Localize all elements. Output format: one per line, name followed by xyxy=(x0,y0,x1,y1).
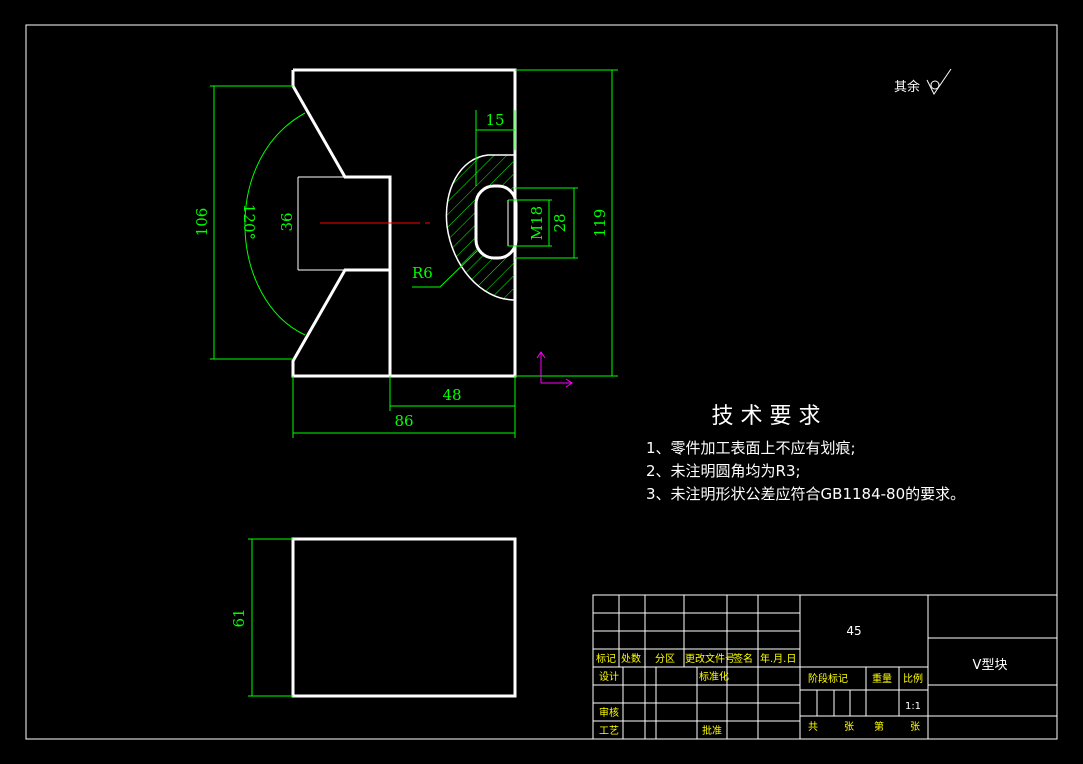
dim-119: 119 xyxy=(591,209,609,238)
dim-61: 61 xyxy=(230,608,248,627)
dim-120-angle: 120° xyxy=(240,204,258,240)
drawing-frame xyxy=(25,24,1058,740)
tech-requirement-1: 1、零件加工表面上不应有划痕; xyxy=(646,439,856,457)
tb-label-date: 年.月.日 xyxy=(760,652,796,665)
tb-label-count: 处数 xyxy=(621,652,641,665)
leader-r6 xyxy=(412,249,479,288)
surface-finish-label: 其余 xyxy=(894,79,920,95)
tb-label-stage-mark: 阶段标记 xyxy=(808,672,848,685)
dim-28: 28 xyxy=(551,213,569,232)
tb-material: 45 xyxy=(846,624,861,638)
dim-106: 106 xyxy=(193,208,211,237)
tb-label-approve: 批准 xyxy=(702,724,722,737)
tb-label-total: 共 xyxy=(808,721,818,733)
tech-requirements-title: 技 术 要 求 xyxy=(712,404,821,429)
dim-48: 48 xyxy=(442,386,461,404)
dim-m18: M18 xyxy=(528,206,546,240)
dim-36: 36 xyxy=(278,212,296,231)
tb-label-review: 审核 xyxy=(599,706,619,719)
front-view xyxy=(291,68,518,378)
tb-label-sheet2: 张 xyxy=(910,721,920,733)
ucs-icon xyxy=(536,351,573,388)
tb-label-standardize: 标准化 xyxy=(699,670,729,683)
angle-arc xyxy=(244,112,306,336)
tb-scale: 1:1 xyxy=(905,701,921,712)
tech-requirement-3: 3、未注明形状公差应符合GB1184-80的要求。 xyxy=(646,485,965,503)
tech-requirement-2: 2、未注明圆角均为R3; xyxy=(646,462,801,480)
tb-label-mark: 标记 xyxy=(596,653,616,665)
title-block: 标记 处数 分区 更改文件号 签名 年.月.日 设计 标准化 审核 工艺 批准 … xyxy=(592,594,1058,740)
tb-label-design: 设计 xyxy=(599,670,619,683)
dim-15: 15 xyxy=(485,111,504,129)
tb-label-page: 第 xyxy=(874,720,884,733)
tb-label-ratio: 比例 xyxy=(903,672,923,685)
tb-label-process: 工艺 xyxy=(599,725,619,737)
tech-requirements: 技 术 要 求 1、零件加工表面上不应有划痕; 2、未注明圆角均为R3; 3、未… xyxy=(646,404,965,503)
roughness-symbol-icon xyxy=(926,68,952,95)
tb-label-weight: 重量 xyxy=(872,672,892,685)
tb-label-signature: 签名 xyxy=(733,652,753,665)
tb-label-zone: 分区 xyxy=(655,653,675,665)
front-view-dimensions: 106 120° 36 15 M18 28 119 R6 48 xyxy=(193,69,618,438)
top-view: 61 xyxy=(230,537,517,698)
threaded-hole xyxy=(474,184,518,260)
top-view-outline xyxy=(291,537,517,698)
tb-label-sheet: 张 xyxy=(844,721,854,733)
tb-part-name: V型块 xyxy=(973,658,1008,673)
roughness-circle xyxy=(930,80,940,90)
dim-r6: R6 xyxy=(412,264,433,282)
dim-86: 86 xyxy=(394,412,413,430)
surface-finish-note: 其余 xyxy=(894,68,952,95)
tb-label-change-doc: 更改文件号 xyxy=(685,652,735,665)
